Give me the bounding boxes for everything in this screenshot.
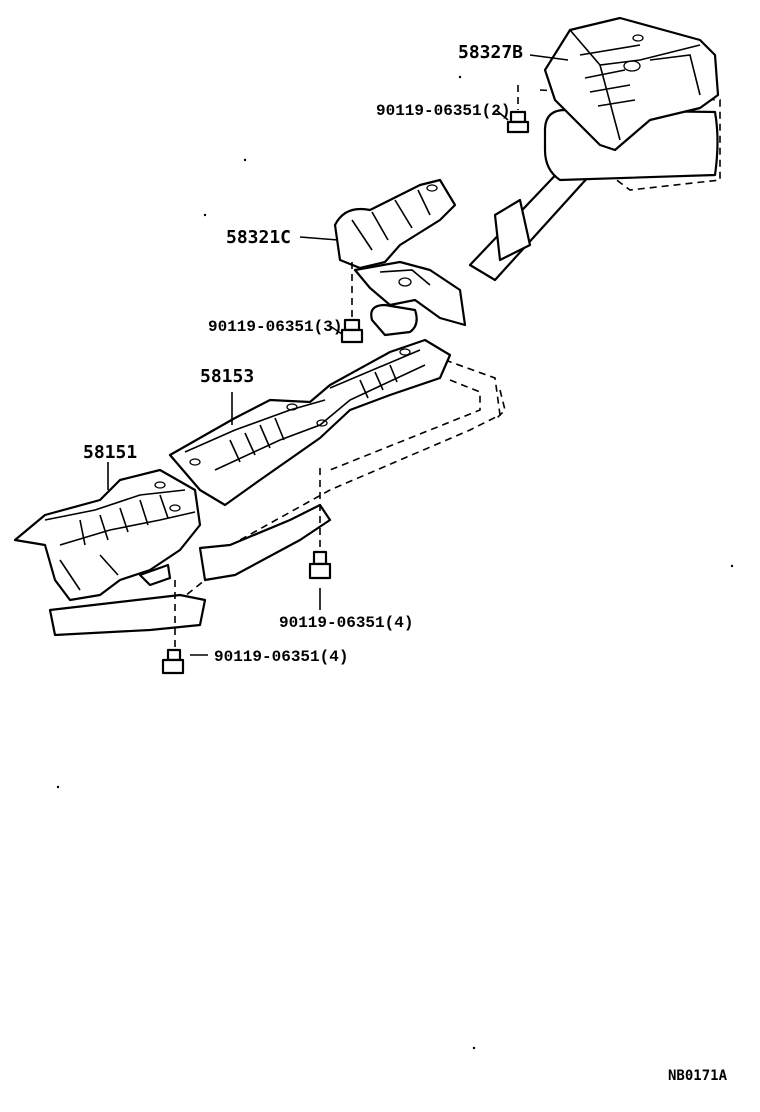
heat-insulator-58321C [333,178,467,337]
part-label-bolt-left: 90119-06351(4) [214,648,348,666]
heat-insulator-58153 [168,338,452,507]
diagram-code: NB0171A [668,1068,728,1084]
bolt-right [308,468,332,580]
bolt-top [506,85,530,134]
leader-lines [107,54,569,656]
part-label-bolt-right: 90119-06351(4) [279,614,413,632]
bolt-left [161,580,185,675]
part-label-bolt-mid: 90119-06351(3) [208,318,342,336]
part-label-bolt-top: 90119-06351(2) [376,102,510,120]
part-label-58321C: 58321C [226,227,291,248]
part-label-58153: 58153 [200,366,254,387]
bolt-mid [340,262,364,344]
part-label-58151: 58151 [83,442,137,463]
tail-pipe [468,108,719,282]
heat-insulator-58151 [13,468,202,602]
part-label-58327B: 58327B [458,42,523,63]
heat-insulator-58327B [543,16,720,152]
stray-marks [56,75,734,1050]
front-pipe [48,503,332,637]
